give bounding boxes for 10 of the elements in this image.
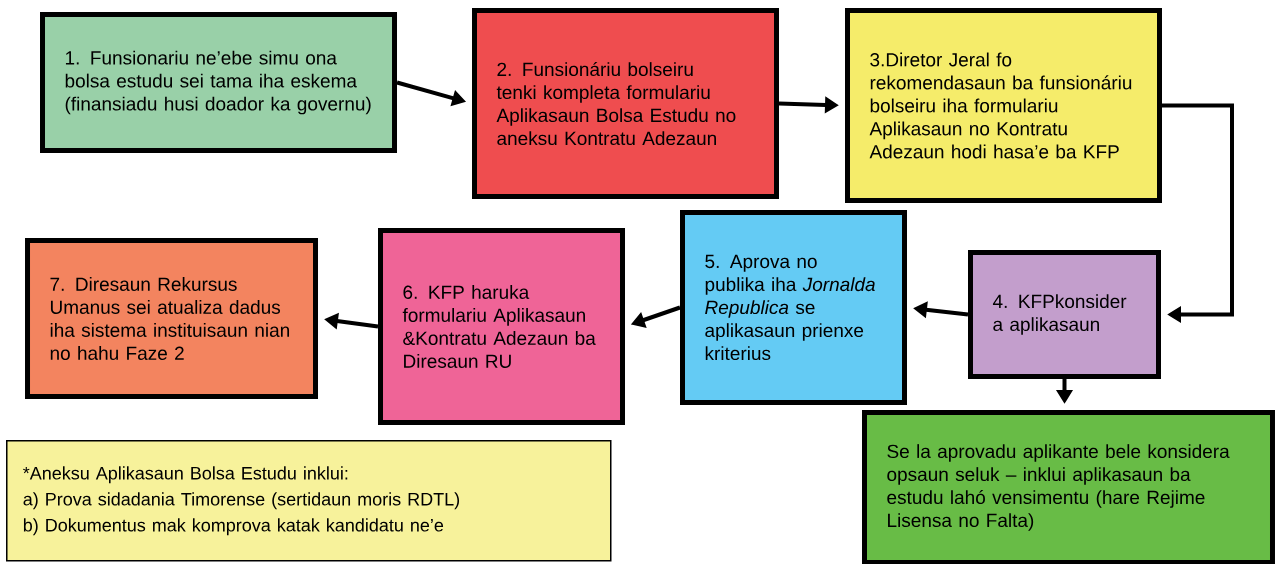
note-box: *Aneksu Aplikasaun Bolsa Estudu inklui: a) Prova sidadania Timorense (sertidaun moris RDTL) b) Dokumentus mak komprova katak kandidatu ne’e xyxy=(6,440,612,562)
process-box: 2. Funsionáriu bolseiru tenki kompleta formulariu Aplikasaun Bolsa Estudu no aneksu Kontratu Adezaun xyxy=(472,8,779,199)
process-box: 4. KFPkonsider a aplikasaun xyxy=(968,250,1161,379)
arrow xyxy=(1162,103,1234,324)
process-box: 3.Diretor Jeral fo rekomendasaun ba funsionáriu bolseiru iha formulariu Aplikasaun no Kontratu Adezaun hodi hasa’e ba KFP xyxy=(845,8,1162,203)
process-box: Se la aprovadu aplikante bele konsidera opsaun seluk – inklui aplikasaun ba estudu lahó vensimentu (hare Rejime Lisensa no Falta) xyxy=(862,410,1275,564)
process-box: 5. Aprova no publika iha Jornalda Republica se aplikasaun prienxe kriterius xyxy=(680,210,907,405)
process-box: 6. KFP haruka formulariu Aplikasaun &Kontratu Adezaun ba Diresaun RU xyxy=(378,228,625,425)
process-box: 7. Diresaun Rekursus Umanus sei atualiza dadus iha sistema instituisaun nian no hahu Faze 2 xyxy=(25,238,318,399)
process-box: 1. Funsionariu ne’ebe simu ona bolsa estudu sei tama iha eskema (finansiadu husi doador ka governu) xyxy=(40,12,397,153)
